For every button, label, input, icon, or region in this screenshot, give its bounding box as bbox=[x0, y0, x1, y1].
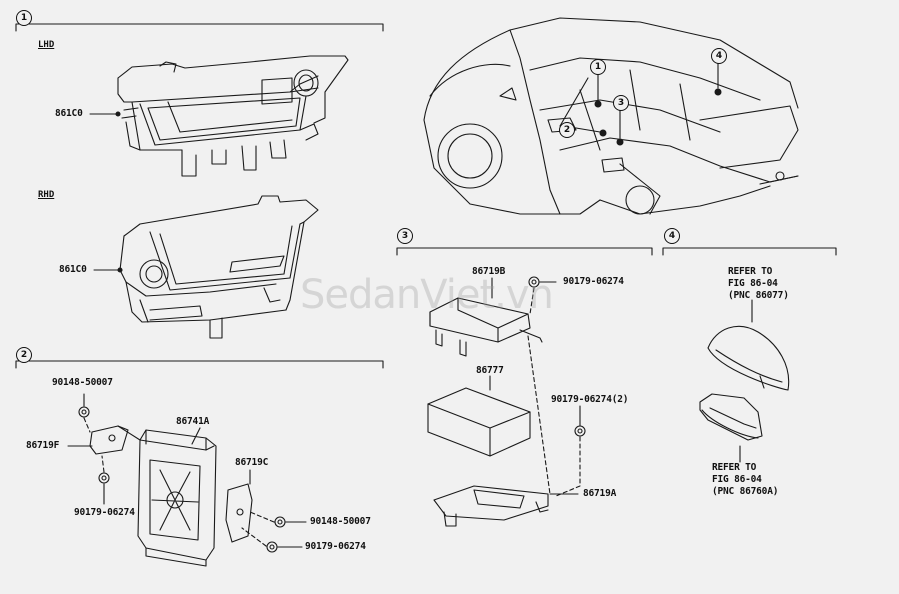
part-90179-06274-top: 90179-06274 bbox=[563, 276, 624, 287]
refer-note-1-line1: REFER TO bbox=[728, 266, 773, 277]
part-86741a: 86741A bbox=[176, 416, 210, 427]
car-marker-4: 4 bbox=[711, 48, 727, 64]
leaders-group3 bbox=[489, 277, 581, 495]
part-90179-06274-2: 90179-06274(2) bbox=[551, 394, 629, 405]
refer-note-1-line2: FIG 86-04 bbox=[728, 278, 778, 289]
refer-note-2-line3: (PNC 86760A) bbox=[712, 486, 779, 497]
leaders-group4 bbox=[739, 299, 753, 463]
part-86719a: 86719A bbox=[583, 488, 617, 499]
car-marker-dots bbox=[594, 88, 722, 146]
car-interior-drawing bbox=[423, 17, 799, 215]
refer-note-2-line1: REFER TO bbox=[712, 462, 757, 473]
antenna-base bbox=[699, 393, 763, 441]
amplifier-assembly bbox=[89, 425, 253, 567]
shark-fin-antenna bbox=[707, 325, 790, 391]
part-90148-50007-right: 90148-50007 bbox=[310, 516, 371, 527]
leaders-group2 bbox=[67, 393, 307, 548]
part-861c0-rhd: 861C0 bbox=[59, 264, 87, 275]
car-marker-2: 2 bbox=[559, 122, 575, 138]
rhd-label: RHD bbox=[38, 190, 55, 200]
part-90148-50007-top: 90148-50007 bbox=[52, 377, 113, 388]
display-unit-rhd bbox=[119, 195, 319, 339]
car-marker-1: 1 bbox=[590, 59, 606, 75]
part-86777: 86777 bbox=[476, 365, 504, 376]
dashed-leaders-group3 bbox=[527, 287, 581, 497]
lhd-label: LHD bbox=[38, 40, 55, 50]
fasteners-group2 bbox=[78, 406, 286, 553]
car-marker-3: 3 bbox=[613, 95, 629, 111]
refer-note-1-line3: (PNC 86077) bbox=[728, 290, 789, 301]
watermark: SedanViet.vn bbox=[300, 272, 554, 318]
part-86719c: 86719C bbox=[235, 457, 269, 468]
refer-note-2-line2: FIG 86-04 bbox=[712, 474, 762, 485]
part-90179-06274-right: 90179-06274 bbox=[305, 541, 366, 552]
group-1-number: 1 bbox=[16, 10, 32, 26]
control-unit-assembly bbox=[427, 297, 549, 527]
group-4-number: 4 bbox=[664, 228, 680, 244]
display-unit-lhd bbox=[117, 55, 349, 177]
part-861c0-lhd: 861C0 bbox=[55, 108, 83, 119]
part-86719f: 86719F bbox=[26, 440, 60, 451]
part-86719b: 86719B bbox=[472, 266, 506, 277]
part-90179-06274-left: 90179-06274 bbox=[74, 507, 135, 518]
section-frames bbox=[15, 23, 837, 369]
dashed-leaders-group2 bbox=[83, 417, 275, 547]
group-2-number: 2 bbox=[16, 347, 32, 363]
group-3-number: 3 bbox=[397, 228, 413, 244]
